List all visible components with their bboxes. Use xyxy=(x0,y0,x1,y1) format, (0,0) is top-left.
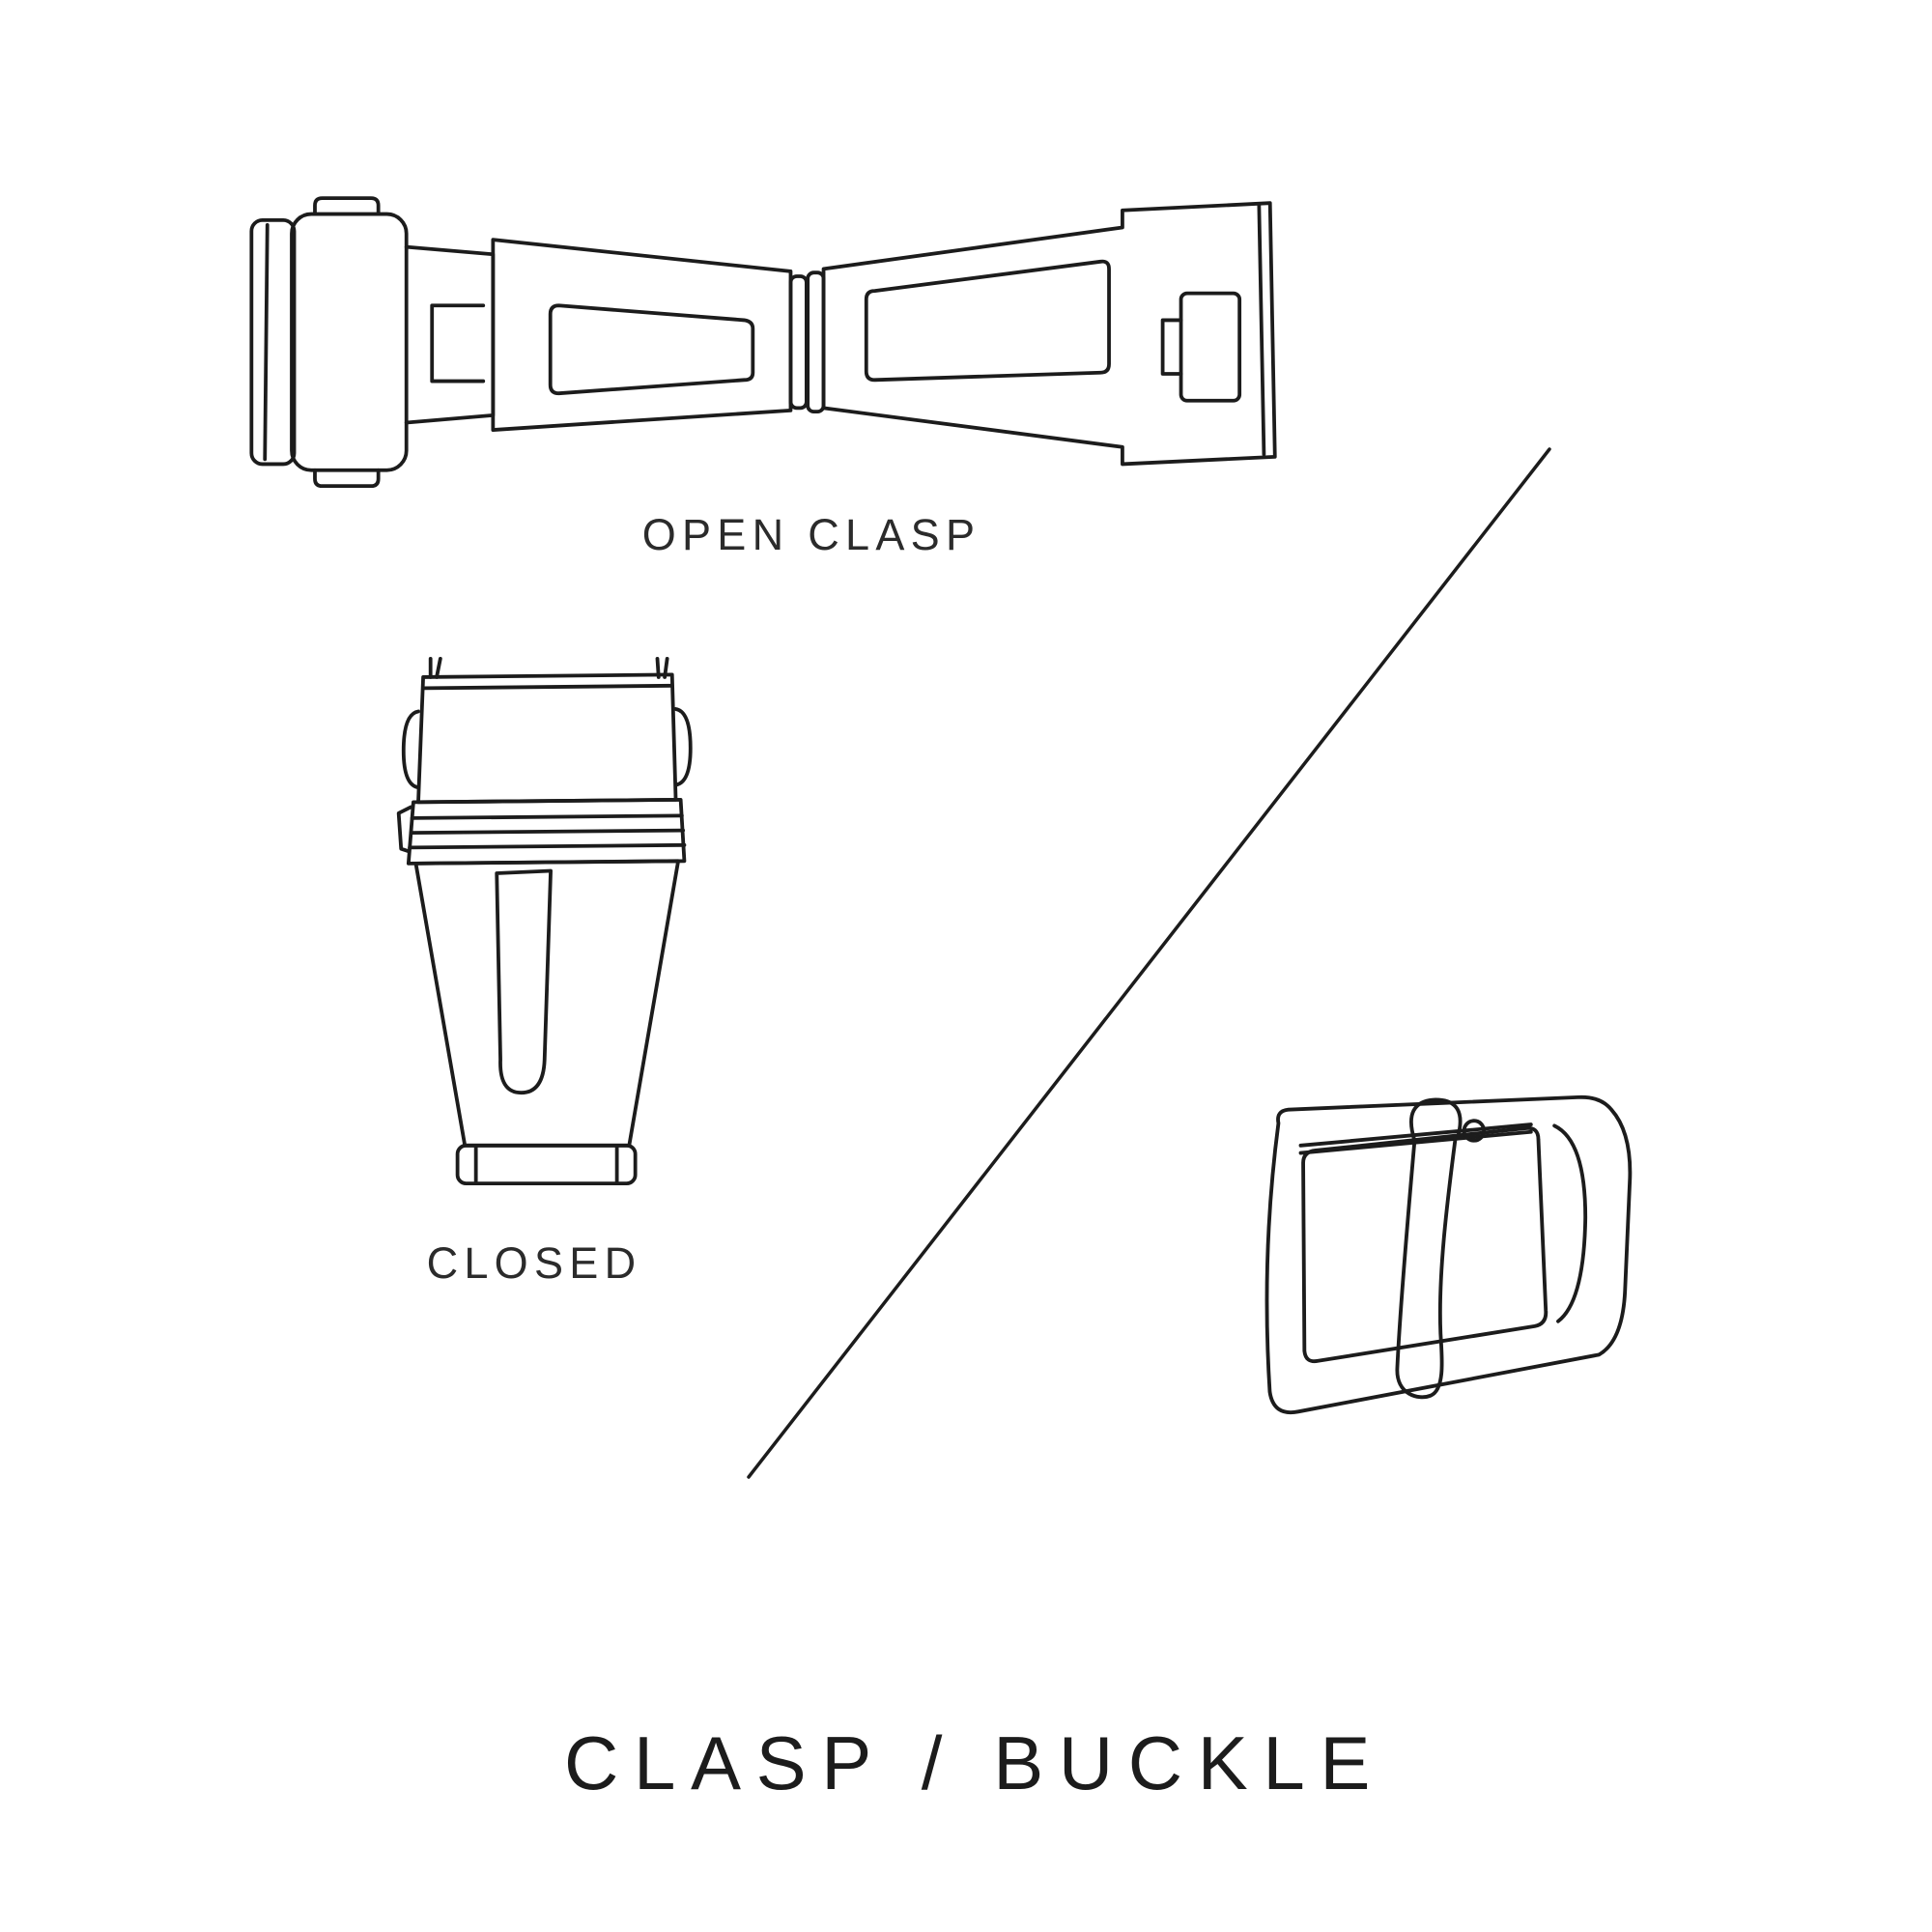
page-title: CLASP / BUCKLE xyxy=(564,1720,1385,1805)
closed-clasp-icon xyxy=(396,656,693,1186)
buckle-figure xyxy=(1241,1094,1637,1428)
open-clasp-label: OPEN CLASP xyxy=(641,510,981,559)
tang-buckle-icon xyxy=(1264,1094,1633,1415)
closed-clasp-figure xyxy=(386,655,705,1201)
open-clasp-icon xyxy=(249,196,1277,489)
open-clasp-figure xyxy=(229,184,1311,495)
closed-clasp-label: CLOSED xyxy=(426,1238,642,1288)
